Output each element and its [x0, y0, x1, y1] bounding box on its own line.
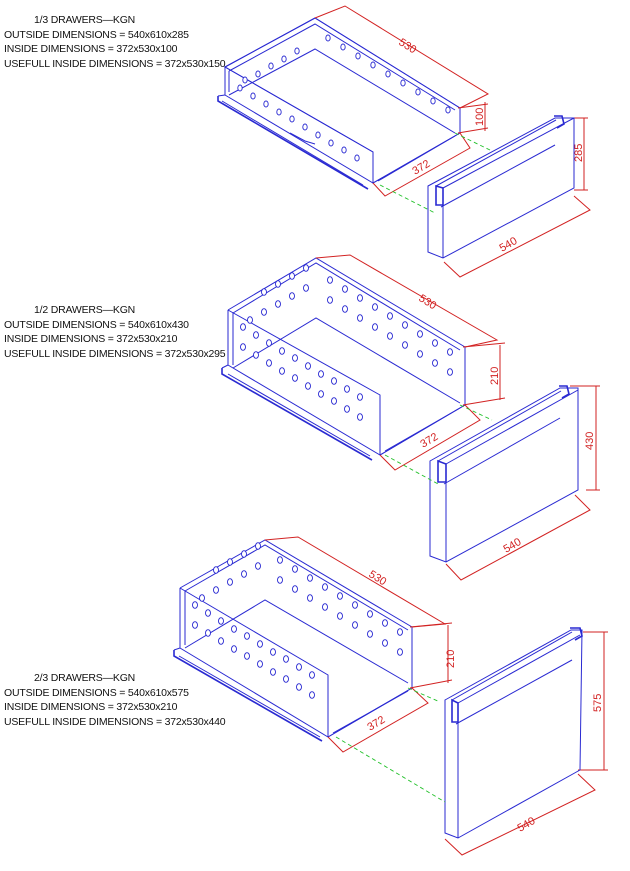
inside-dimensions: INSIDE DIMENSIONS = 372x530x210: [4, 333, 178, 345]
inside-dimensions: INSIDE DIMENSIONS = 372x530x210: [4, 701, 178, 713]
width-dimension-label: 372: [418, 431, 440, 451]
front-height-dimension-label: 285: [573, 144, 585, 162]
width-dimension-label: 372: [365, 714, 387, 734]
inside-dimensions: INSIDE DIMENSIONS = 372x530x100: [4, 43, 178, 55]
outside-dimensions: OUTSIDE DIMENSIONS = 540x610x575: [4, 686, 189, 699]
outside-dimensions: OUTSIDE DIMENSIONS = 540x610x430: [4, 318, 189, 331]
width-dimension-label: 372: [410, 158, 432, 178]
front-width-dimension-label: 540: [498, 235, 520, 255]
front-width-dimension-label: 540: [502, 536, 524, 556]
front-height-dimension-label: 575: [592, 694, 604, 712]
drawer-2-3-tray: [173, 539, 413, 742]
drawer-title: 1/3 DRAWERS—KGN: [34, 14, 136, 26]
usefull-inside-dimensions: USEFULL INSIDE DIMENSIONS = 372x530x150: [4, 57, 226, 70]
height-dimension-label: 210: [445, 650, 457, 668]
drawer-1-2-front-panel: [429, 385, 579, 563]
dimension-lines: [314, 5, 591, 278]
drawer-1-2-tray: [221, 257, 466, 461]
height-dimension-label: 100: [474, 108, 486, 126]
outside-dimensions: OUTSIDE DIMENSIONS = 540x610x285: [4, 28, 189, 41]
spec-block-1-3: 1/3 DRAWERS—KGN OUTSIDE DIMENSIONS = 540…: [4, 13, 226, 71]
dimension-lines: [264, 536, 608, 856]
usefull-inside-dimensions: USEFULL INSIDE DIMENSIONS = 372x530x440: [4, 715, 226, 728]
drawer-2-3-front-panel: [444, 627, 583, 839]
front-width-dimension-label: 540: [516, 815, 538, 835]
drawer-title: 1/2 DRAWERS—KGN: [34, 304, 136, 316]
drawer-title: 2/3 DRAWERS—KGN: [34, 672, 136, 684]
ventilation-holes: [192, 542, 403, 699]
alignment-guide: [379, 132, 491, 214]
front-height-dimension-label: 430: [584, 432, 596, 450]
length-dimension-label: 530: [366, 568, 388, 588]
ventilation-holes: [240, 264, 453, 421]
usefull-inside-dimensions: USEFULL INSIDE DIMENSIONS = 372x530x295: [4, 347, 226, 360]
spec-block-1-2: 1/2 DRAWERS—KGN OUTSIDE DIMENSIONS = 540…: [4, 303, 226, 361]
height-dimension-label: 210: [489, 367, 501, 385]
drawer-1-2-drawing: 530 210 372 430 540: [221, 254, 600, 581]
drawer-2-3-drawing: 530 210 372 575 540: [173, 536, 608, 856]
dimension-lines: [315, 254, 600, 581]
spec-block-2-3: 2/3 DRAWERS—KGN OUTSIDE DIMENSIONS = 540…: [4, 671, 226, 729]
ventilation-holes: [237, 34, 451, 162]
alignment-guide: [384, 404, 493, 486]
drawer-1-3-drawing: 530 100 372 285 540: [217, 5, 591, 278]
drawer-1-3-front-panel: [427, 115, 575, 259]
alignment-guide: [335, 687, 446, 803]
